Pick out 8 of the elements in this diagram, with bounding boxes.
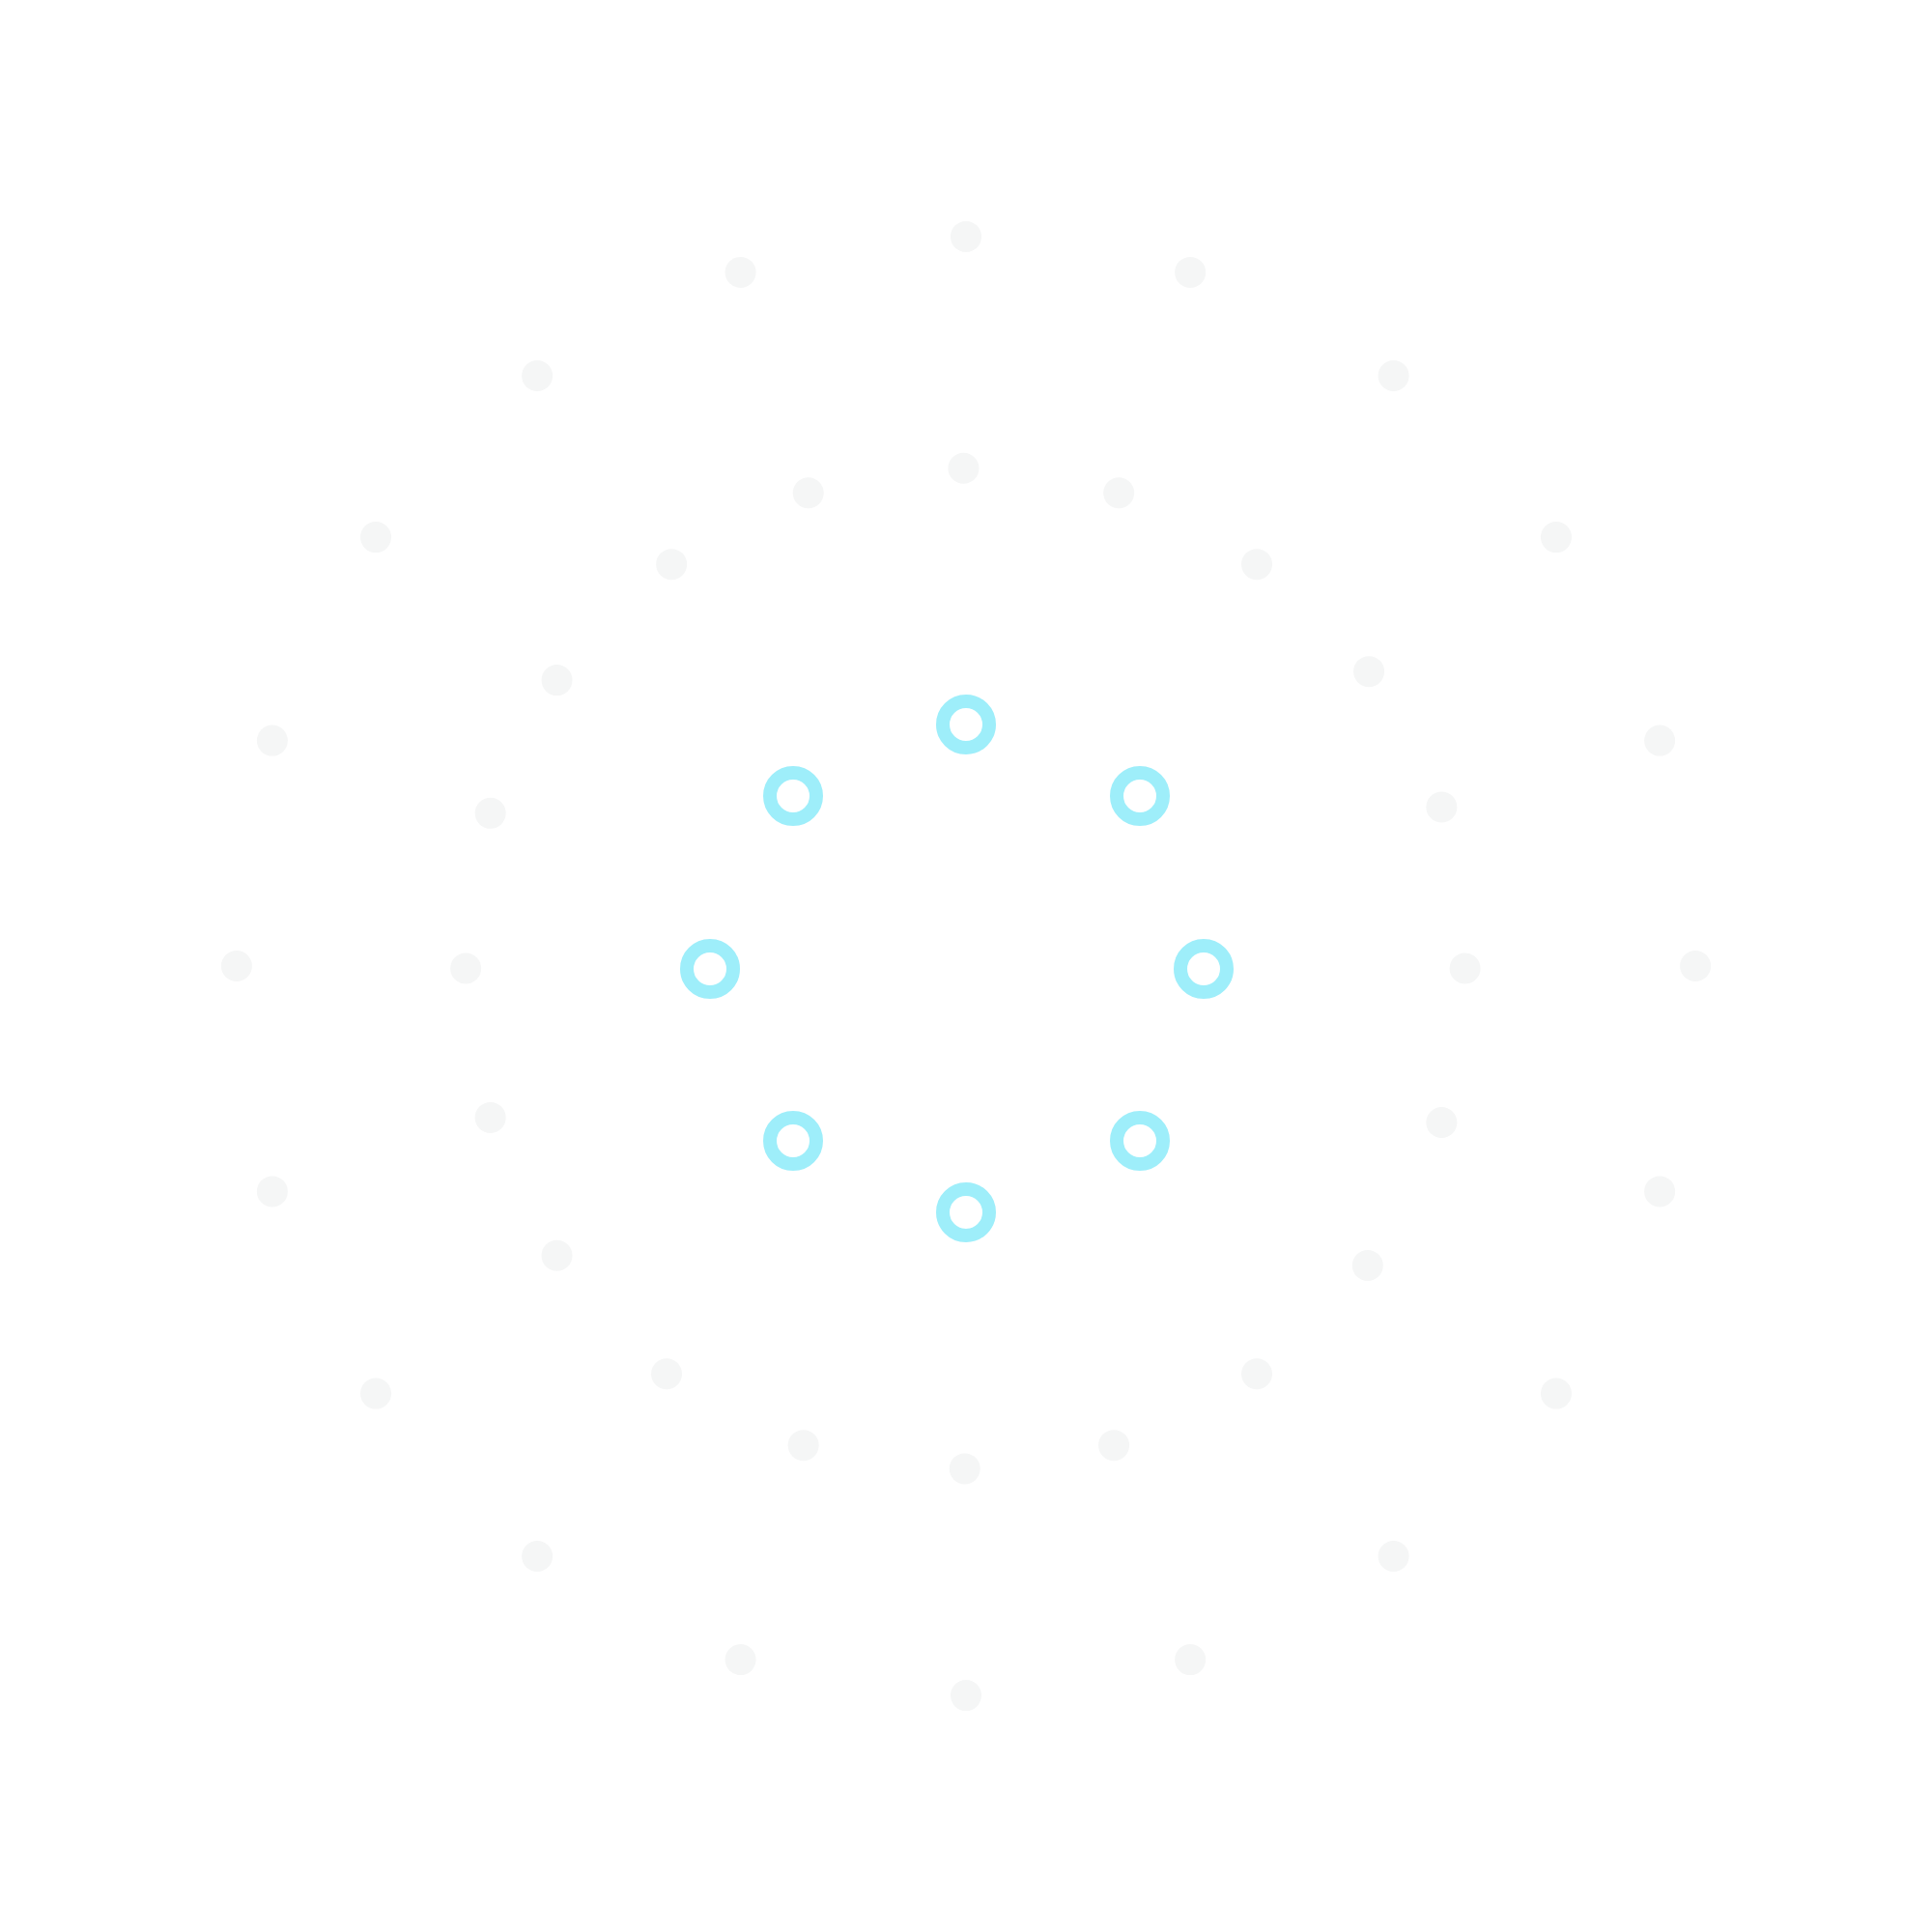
ring-circle bbox=[936, 695, 996, 754]
ring-circle bbox=[1109, 765, 1170, 826]
ring-circle bbox=[763, 765, 824, 826]
ring-circle bbox=[679, 938, 740, 999]
ring-circle bbox=[936, 1182, 996, 1243]
ring-circle bbox=[1174, 938, 1235, 999]
ring-circle bbox=[1109, 1111, 1170, 1172]
ring-circle bbox=[763, 1111, 824, 1172]
